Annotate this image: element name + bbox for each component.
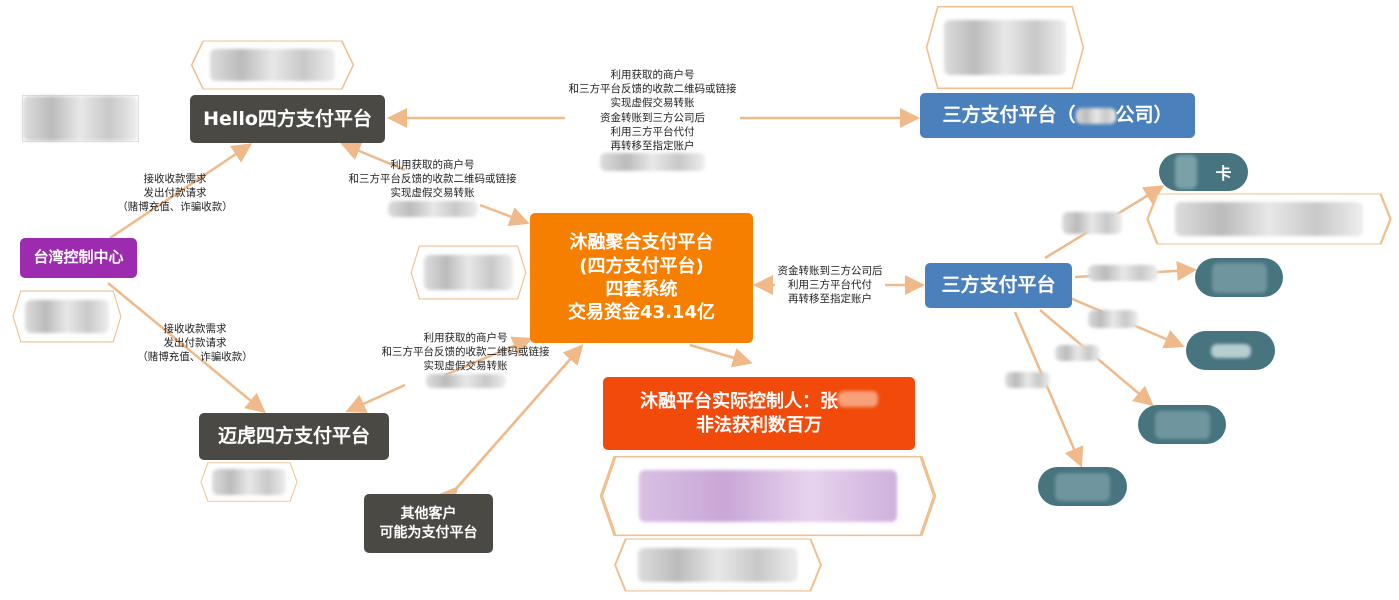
edge-label-center-third: 资金转账到三方公司后利用三方平台代付再转移至指定账户	[775, 264, 885, 307]
edge-label-maihu-center: 利用获取的商户号和三方平台反馈的收款二维码或链接实现虚假交易转账	[378, 331, 553, 392]
node-label: 沐融平台实际控制人：张	[640, 390, 878, 413]
blurred-note	[598, 455, 938, 537]
node-label: 公司）	[1115, 104, 1173, 127]
node-label: 交易资金43.14亿	[568, 302, 715, 324]
blurred-edge-label	[1062, 212, 1122, 234]
blurred-note	[613, 538, 823, 592]
blurred-note	[22, 95, 139, 142]
blurred-note	[200, 462, 298, 502]
blurred-note	[12, 290, 122, 343]
edge-label-taiwan-maihu: 接收收款需求发出付款请求（赌博充值、诈骗收款）	[137, 323, 253, 364]
node-hello-platform[interactable]: Hello四方支付平台	[190, 95, 385, 143]
blurred-note	[410, 245, 527, 300]
blurred-edge-label	[1088, 265, 1158, 281]
node-label: 三方支付平台	[941, 274, 1056, 297]
node-label: 可能为支付平台	[379, 524, 478, 541]
edge-label-hello-center: 利用获取的商户号和三方平台反馈的收款二维码或链接实现虚假交易转账	[345, 158, 520, 221]
node-label: (四方支付平台)	[579, 255, 704, 277]
node-label: Hello四方支付平台	[203, 107, 372, 130]
node-label: 其他客户	[400, 506, 457, 523]
bank-card-pill: 卡	[1159, 153, 1248, 191]
node-label: 三方支付平台（	[942, 104, 1076, 127]
blurred-note	[1145, 193, 1393, 245]
node-third-party-platform[interactable]: 三方支付平台	[925, 263, 1072, 308]
blurred-edge-label	[1055, 345, 1100, 361]
node-controller[interactable]: 沐融平台实际控制人：张 非法获利数百万	[603, 377, 915, 450]
blurred-edge-label	[1088, 310, 1138, 328]
edge-label-taiwan-hello: 接收收款需求发出付款请求（赌博充值、诈骗收款）	[117, 173, 233, 214]
node-label: 非法获利数百万	[696, 414, 822, 436]
blurred-edge-label	[1005, 372, 1050, 388]
node-label: 沐融聚合支付平台	[569, 232, 714, 254]
node-murong-platform[interactable]: 沐融聚合支付平台 (四方支付平台) 四套系统 交易资金43.14亿	[530, 213, 753, 343]
edge-label-top: 利用获取的商户号和三方平台反馈的收款二维码或链接实现虚假交易转账资金转账到三方公…	[565, 68, 740, 175]
blurred-pill	[1138, 405, 1226, 444]
node-taiwan-control-center[interactable]: 台湾控制中心	[20, 238, 137, 278]
node-label: 迈虎四方支付平台	[217, 425, 370, 448]
node-label: 四套系统	[605, 279, 678, 300]
node-other-clients[interactable]: 其他客户 可能为支付平台	[364, 494, 493, 553]
node-maihu-platform[interactable]: 迈虎四方支付平台	[199, 413, 389, 460]
blurred-pill	[1186, 331, 1275, 370]
blurred-pill	[1038, 467, 1127, 506]
blurred-note	[190, 40, 355, 90]
node-label: 台湾控制中心	[33, 248, 124, 267]
blurred-note	[925, 5, 1085, 90]
node-third-party-company[interactable]: 三方支付平台（ 公司）	[920, 93, 1195, 138]
blurred-pill	[1195, 258, 1283, 297]
